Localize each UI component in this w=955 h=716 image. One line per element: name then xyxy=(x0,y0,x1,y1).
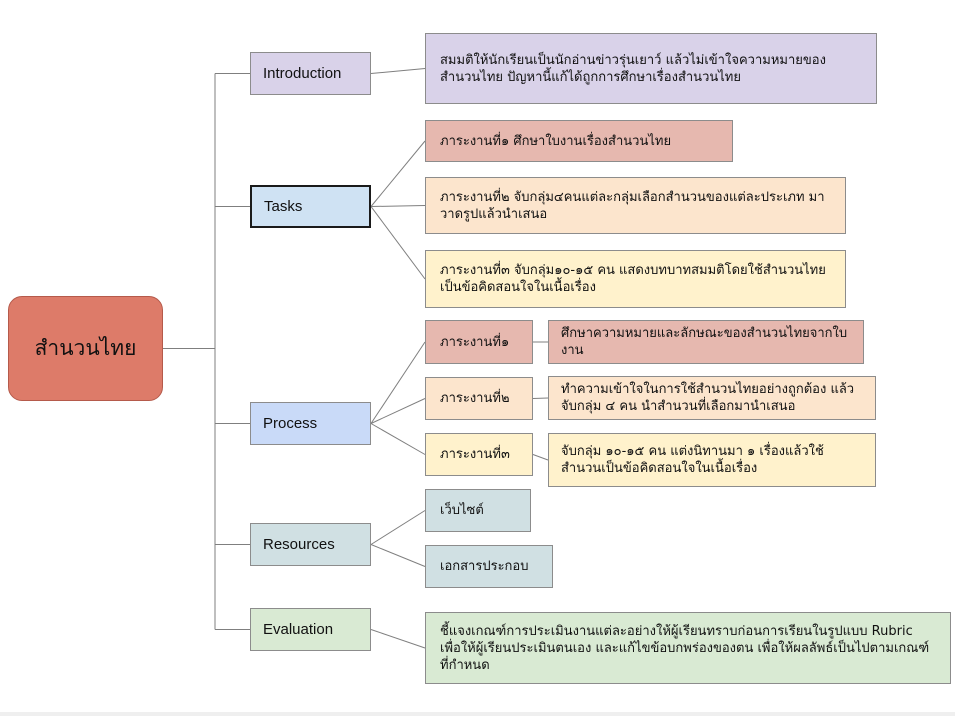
branch-label: Resources xyxy=(263,536,335,553)
resource-website-node[interactable]: เว็บไซต์ xyxy=(425,489,531,532)
process-step-1-node[interactable]: ภาระงานที่๑ xyxy=(425,320,533,364)
branch-label: Process xyxy=(263,415,318,432)
leaf-connector xyxy=(370,68,426,74)
leaf-connector xyxy=(370,205,426,207)
resource-documents-node[interactable]: เอกสารประกอบ xyxy=(425,545,553,588)
bottom-edge xyxy=(0,712,955,716)
branch-introduction[interactable]: Introduction xyxy=(250,52,371,95)
leaf-connector xyxy=(370,206,426,280)
resource-website-label: เว็บไซต์ xyxy=(440,503,484,518)
leaf-connector xyxy=(370,423,426,455)
task-3-node[interactable]: ภาระงานที่๓ จับกลุ่ม๑๐-๑๕ คน แสดงบทบาทสม… xyxy=(425,250,846,308)
branch-evaluation[interactable]: Evaluation xyxy=(250,608,371,651)
evaluation-text-node[interactable]: ชี้แจงเกณฑ์การประเมินงานแต่ละอย่างให้ผู้… xyxy=(425,612,951,684)
process-step-3-label: ภาระงานที่๓ xyxy=(440,447,510,462)
branch-label: Evaluation xyxy=(263,621,334,638)
branch-resources[interactable]: Resources xyxy=(250,523,371,566)
leaf-connector xyxy=(532,454,549,461)
branch-label: Tasks xyxy=(264,198,303,215)
root-label: สำนวนไทย xyxy=(34,336,137,360)
process-step-1-label: ภาระงานที่๑ xyxy=(440,334,510,350)
process-step-2-detail-node[interactable]: ทำความเข้าใจในการใช้สำนวนไทยอย่างถูกต้อง… xyxy=(548,376,876,420)
branch-tasks[interactable]: Tasks xyxy=(250,185,371,228)
leaf-connector xyxy=(370,341,426,424)
branch-label: Introduction xyxy=(263,65,342,82)
process-step-3-node[interactable]: ภาระงานที่๓ xyxy=(425,433,533,476)
process-step-2-label: ภาระงานที่๒ xyxy=(440,391,510,406)
introduction-text-node[interactable]: สมมติให้นักเรียนเป็นนักอ่านข่าวรุ่นเยาว์… xyxy=(425,33,877,104)
leaf-connector xyxy=(370,629,426,649)
evaluation-text: ชี้แจงเกณฑ์การประเมินงานแต่ละอย่างให้ผู้… xyxy=(440,623,930,673)
process-step-2-node[interactable]: ภาระงานที่๒ xyxy=(425,377,533,420)
branch-process[interactable]: Process xyxy=(250,402,371,445)
leaf-connector xyxy=(532,397,549,399)
task-3-text: ภาระงานที่๓ จับกลุ่ม๑๐-๑๕ คน แสดงบทบาทสม… xyxy=(440,263,826,295)
root-node[interactable]: สำนวนไทย xyxy=(8,296,163,401)
process-step-3-detail-node[interactable]: จับกลุ่ม ๑๐-๑๕ คน แต่งนิทานมา ๑ เรื่องแล… xyxy=(548,433,876,487)
task-2-text: ภาระงานที่๒ จับกลุ่ม๔คนแต่ละกลุ่มเลือกสำ… xyxy=(440,189,825,222)
process-step-1-detail-node[interactable]: ศึกษาความหมายและลักษณะของสำนวนไทยจากใบงา… xyxy=(548,320,864,364)
process-step-3-detail: จับกลุ่ม ๑๐-๑๕ คน แต่งนิทานมา ๑ เรื่องแล… xyxy=(561,444,824,476)
leaf-connector xyxy=(370,140,426,207)
task-2-node[interactable]: ภาระงานที่๒ จับกลุ่ม๔คนแต่ละกลุ่มเลือกสำ… xyxy=(425,177,846,234)
task-1-node[interactable]: ภาระงานที่๑ ศึกษาใบงานเรื่องสำนวนไทย xyxy=(425,120,733,162)
introduction-text: สมมติให้นักเรียนเป็นนักอ่านข่าวรุ่นเยาว์… xyxy=(440,52,826,85)
leaf-connector xyxy=(370,510,426,545)
task-1-text: ภาระงานที่๑ ศึกษาใบงานเรื่องสำนวนไทย xyxy=(440,133,672,149)
process-step-1-detail: ศึกษาความหมายและลักษณะของสำนวนไทยจากใบงา… xyxy=(561,326,848,358)
process-step-2-detail: ทำความเข้าใจในการใช้สำนวนไทยอย่างถูกต้อง… xyxy=(561,382,855,414)
leaf-connector xyxy=(370,544,426,567)
leaf-connector xyxy=(370,398,426,424)
resource-documents-label: เอกสารประกอบ xyxy=(440,559,529,574)
